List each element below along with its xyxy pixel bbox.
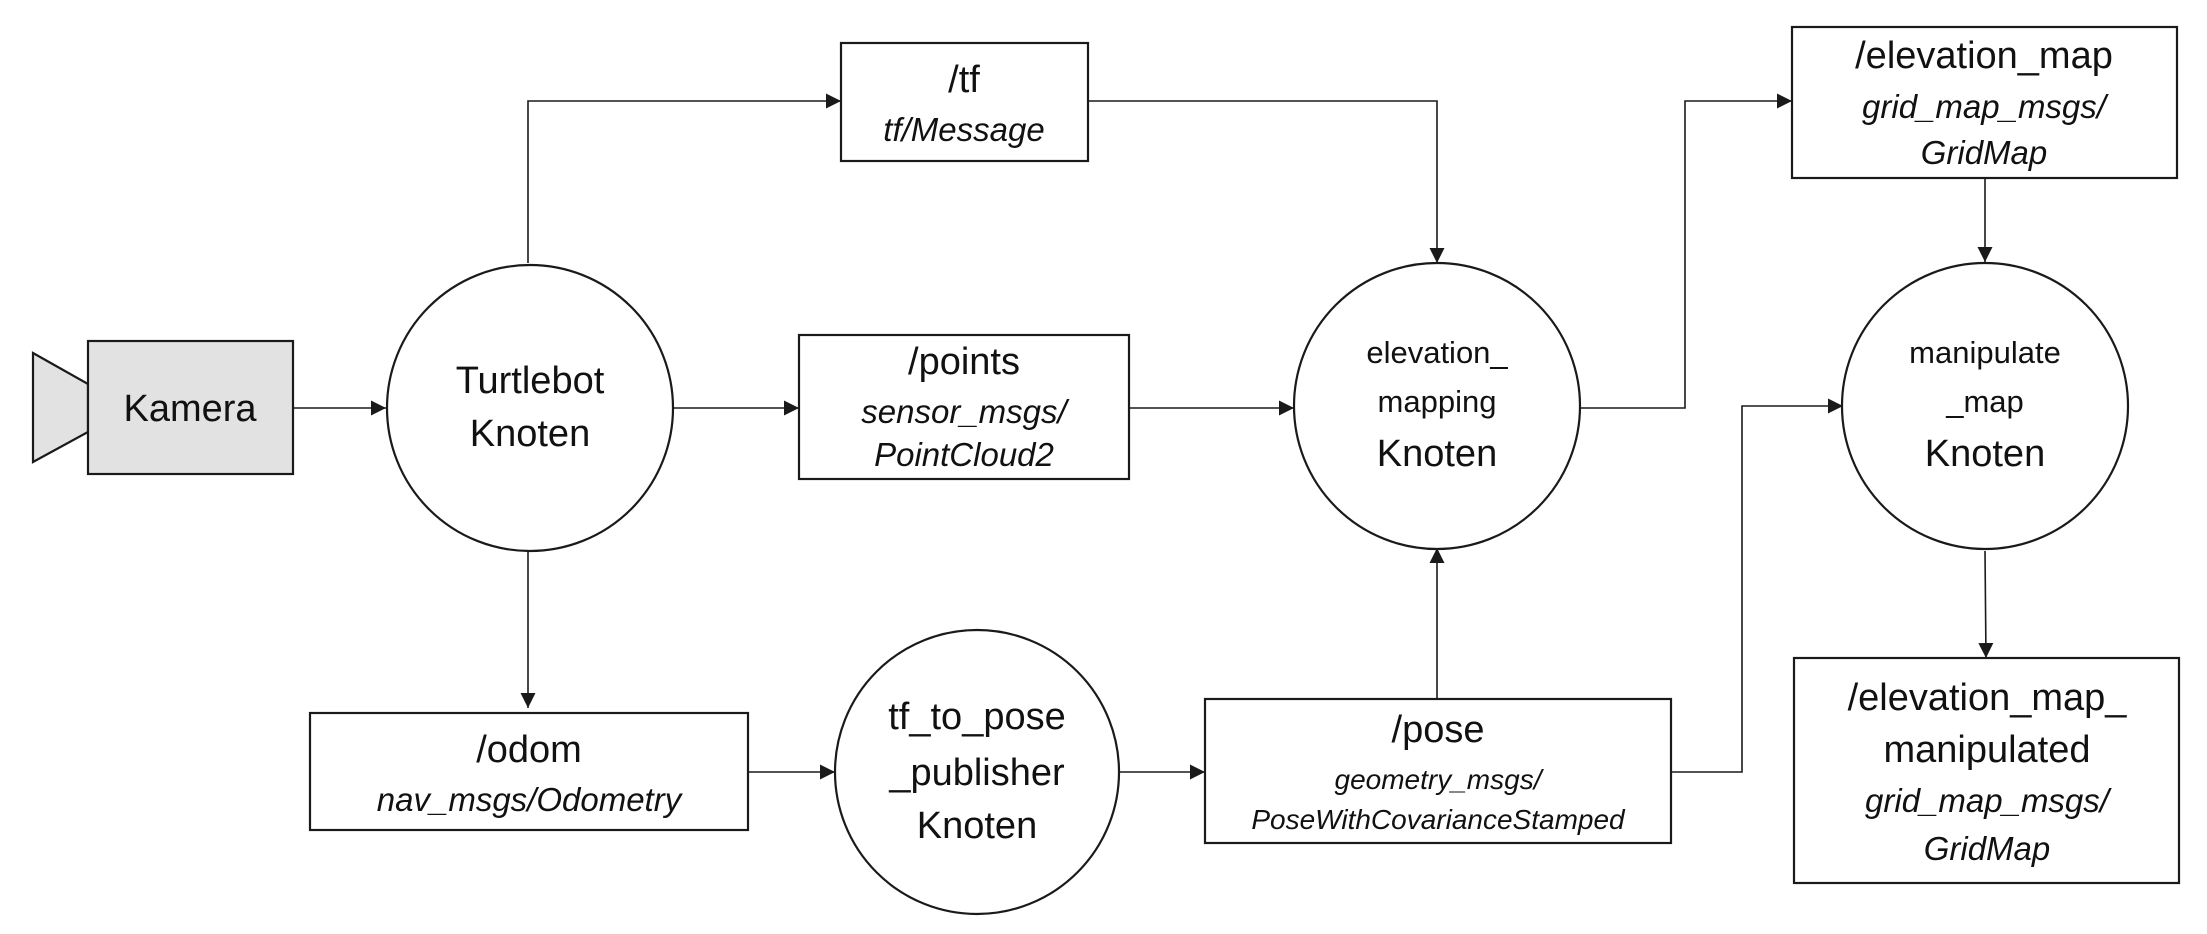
points-topic: /points sensor_msgs/ PointCloud2 [797, 333, 1131, 481]
elevation-map-topic-type-line2: GridMap [1921, 134, 2048, 171]
turtlebot-label-line2: Knoten [470, 413, 590, 455]
edge-pose-to-manipulate-map [1671, 398, 1843, 773]
elevation-map-topic: /elevation_map grid_map_msgs/ GridMap [1790, 25, 2179, 180]
tf-topic-name: /tf [948, 59, 980, 101]
elevation-mapping-label-line1: elevation_ [1366, 335, 1508, 370]
tf-to-pose-circle [833, 628, 1121, 916]
edges [293, 93, 1994, 780]
edge-tf-to-elevation-mapping [1088, 100, 1445, 263]
pose-topic-name: /pose [1392, 709, 1485, 751]
elevation-mapping-label-line3: Knoten [1377, 433, 1497, 475]
camera-label: Kamera [123, 388, 257, 430]
elevation-mapping-label-line2: mapping [1378, 384, 1497, 419]
camera-lens-icon [31, 351, 90, 464]
manipulate-map-label-line2: _map [1945, 384, 2024, 419]
camera-body [86, 339, 295, 476]
manipulated-topic-name-line2: manipulated [1883, 729, 2090, 771]
pose-topic-type-line1: geometry_msgs/ [1335, 764, 1545, 795]
tf-to-pose-label-line2: _publisher [888, 752, 1065, 794]
pose-topic-box [1203, 697, 1673, 845]
tf-topic-box [839, 41, 1090, 163]
turtlebot-circle [385, 263, 675, 553]
tf-topic: /tf tf/Message [839, 41, 1090, 163]
camera-node: Kamera [31, 339, 295, 476]
edge-elevation-mapping-to-elevation-map [1579, 93, 1792, 409]
odom-topic: /odom nav_msgs/Odometry [308, 711, 750, 832]
elevation-mapping-node: elevation_ mapping Knoten [1292, 261, 1582, 551]
manipulated-topic: /elevation_map_ manipulated grid_map_msg… [1792, 656, 2181, 885]
manipulated-topic-type-line2: GridMap [1924, 830, 2051, 867]
elevation-map-topic-name: /elevation_map [1855, 35, 2113, 77]
manipulate-map-label-line1: manipulate [1909, 335, 2061, 370]
tf-to-pose-label-line3: Knoten [917, 805, 1037, 847]
tf-to-pose-label-line1: tf_to_pose [888, 696, 1065, 738]
elevation-mapping-circle [1292, 261, 1582, 551]
elevation-map-topic-type-line1: grid_map_msgs/ [1862, 88, 2109, 125]
tf-to-pose-node: tf_to_pose _publisher Knoten [833, 628, 1121, 916]
manipulate-map-label-line3: Knoten [1925, 433, 2045, 475]
turtlebot-node: Turtlebot Knoten [385, 263, 675, 553]
odom-topic-type: nav_msgs/Odometry [377, 781, 684, 818]
odom-topic-name: /odom [476, 729, 582, 771]
turtlebot-label-line1: Turtlebot [456, 360, 605, 402]
manipulated-topic-name-line1: /elevation_map_ [1848, 677, 2128, 719]
points-topic-name: /points [908, 341, 1020, 383]
manipulate-map-circle [1840, 261, 2130, 551]
manipulated-topic-type-line1: grid_map_msgs/ [1865, 782, 2112, 819]
points-topic-type-line2: PointCloud2 [874, 436, 1054, 473]
odom-topic-box [308, 711, 750, 832]
edge-manipulate-map-to-manipulated [1978, 550, 1994, 659]
pose-topic-type-line2: PoseWithCovarianceStamped [1251, 804, 1626, 835]
points-topic-type-line1: sensor_msgs/ [861, 393, 1069, 430]
elevation-map-topic-box [1790, 25, 2179, 180]
points-topic-box [797, 333, 1131, 481]
manipulate-map-node: manipulate _map Knoten [1840, 261, 2130, 551]
pose-topic: /pose geometry_msgs/ PoseWithCovarianceS… [1203, 697, 1673, 845]
manipulated-topic-box [1792, 656, 2181, 885]
edge-turtlebot-to-tf [527, 93, 841, 263]
tf-topic-type: tf/Message [883, 111, 1044, 148]
